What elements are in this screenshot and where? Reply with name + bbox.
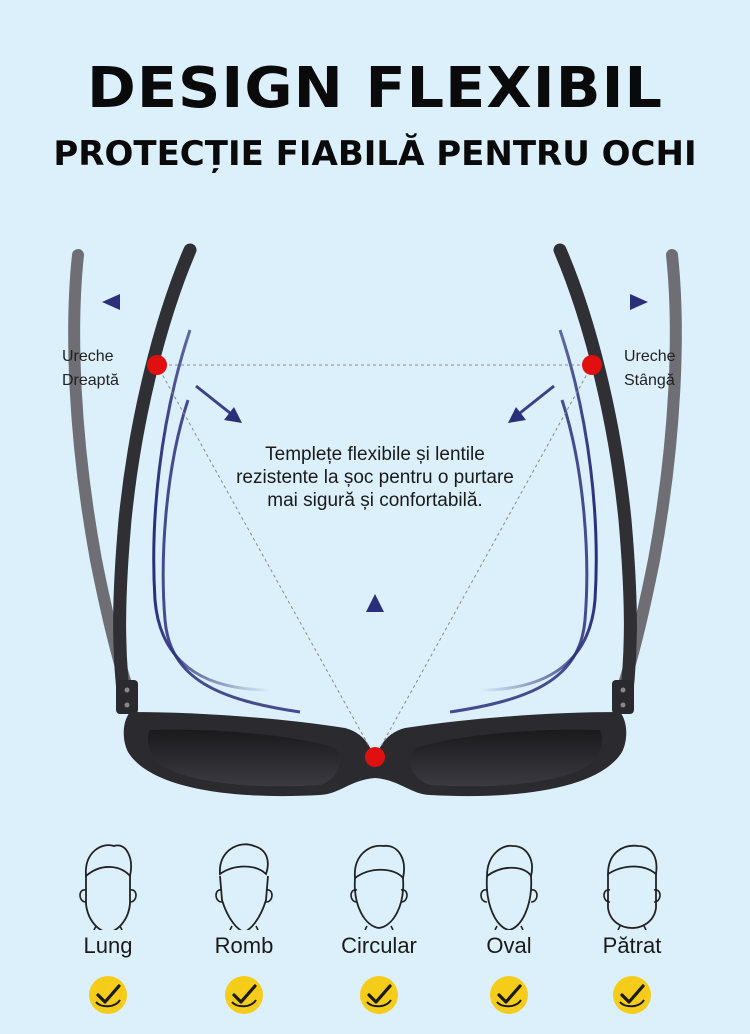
arrow-up bbox=[366, 594, 384, 655]
marker-nose bbox=[365, 747, 385, 767]
left-lens bbox=[147, 729, 340, 787]
inner-temple-left bbox=[553, 243, 637, 707]
arrow-out-left-side bbox=[590, 294, 648, 310]
face-outline-icon bbox=[79, 844, 137, 930]
page-subtitle: PROTECȚIE FIABILĂ PENTRU OCHI bbox=[53, 134, 697, 174]
check-badge-icon bbox=[488, 974, 530, 1016]
right-ear-label: Ureche Dreaptă bbox=[62, 348, 119, 389]
marker-right-ear bbox=[147, 355, 167, 375]
right-lens bbox=[410, 729, 603, 787]
check-badge-icon bbox=[87, 974, 129, 1016]
left-ear-label: Ureche Stângă bbox=[624, 348, 676, 389]
face-shape-item bbox=[464, 838, 554, 930]
glasses-illustration bbox=[68, 243, 682, 797]
face-shape-label: Oval bbox=[486, 933, 532, 958]
face-shape-label: Circular bbox=[341, 933, 417, 958]
marker-left-ear bbox=[582, 355, 602, 375]
check-badge-icon bbox=[611, 974, 653, 1016]
face-outline-icon bbox=[603, 844, 661, 930]
face-shape-item bbox=[334, 838, 424, 930]
face-shape-label: Romb bbox=[214, 933, 274, 958]
check-badge-icon bbox=[358, 974, 400, 1016]
page-title: DESIGN FLEXIBIL bbox=[86, 56, 664, 121]
face-shape-item bbox=[63, 838, 153, 930]
face-outline-icon bbox=[350, 844, 408, 930]
arrow-in-left bbox=[508, 384, 555, 423]
arrow-in-right bbox=[195, 384, 242, 423]
arrow-out-right-side bbox=[102, 294, 160, 310]
inner-temple-right bbox=[113, 243, 197, 707]
face-outline-icon bbox=[215, 843, 273, 930]
face-shape-item bbox=[587, 838, 677, 930]
description-text: Templețe flexibile și lentile rezistente… bbox=[236, 444, 514, 511]
face-shape-item bbox=[199, 838, 289, 930]
face-outline-icon bbox=[480, 844, 538, 930]
face-shape-label: Pătrat bbox=[602, 933, 662, 958]
face-shape-label: Lung bbox=[83, 933, 133, 958]
check-badge-icon bbox=[223, 974, 265, 1016]
